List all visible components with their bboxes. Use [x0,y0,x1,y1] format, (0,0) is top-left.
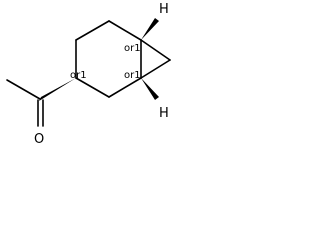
bond-c5-c6 [108,77,142,98]
bond-carbonyl-methyl [6,79,41,100]
stereo-label-c6: or1 [124,70,141,81]
wedge-bond-c1-h [141,18,159,40]
atom-label-h-top: H [159,2,169,17]
bond-c7-c6 [140,59,171,79]
wedge-bond-c6-h [141,78,159,100]
cyclopropane-ring [140,39,171,79]
acetyl-group [6,79,44,127]
chemical-structure: H H O or1 or1 or1 [6,2,171,147]
stereo-label-c1: or1 [124,43,141,54]
bond-c4-c5 [75,77,110,98]
bond-c1-c7 [140,39,171,61]
wedge-bond-c4-carbonyl [39,78,76,101]
atom-label-oxygen: O [34,132,44,147]
stereo-label-c3: or1 [70,70,87,81]
cyclohexane-ring [75,20,142,98]
bond-c1-c2 [108,20,142,41]
bond-c2-c3 [75,20,110,41]
atom-label-h-bottom: H [159,106,169,121]
